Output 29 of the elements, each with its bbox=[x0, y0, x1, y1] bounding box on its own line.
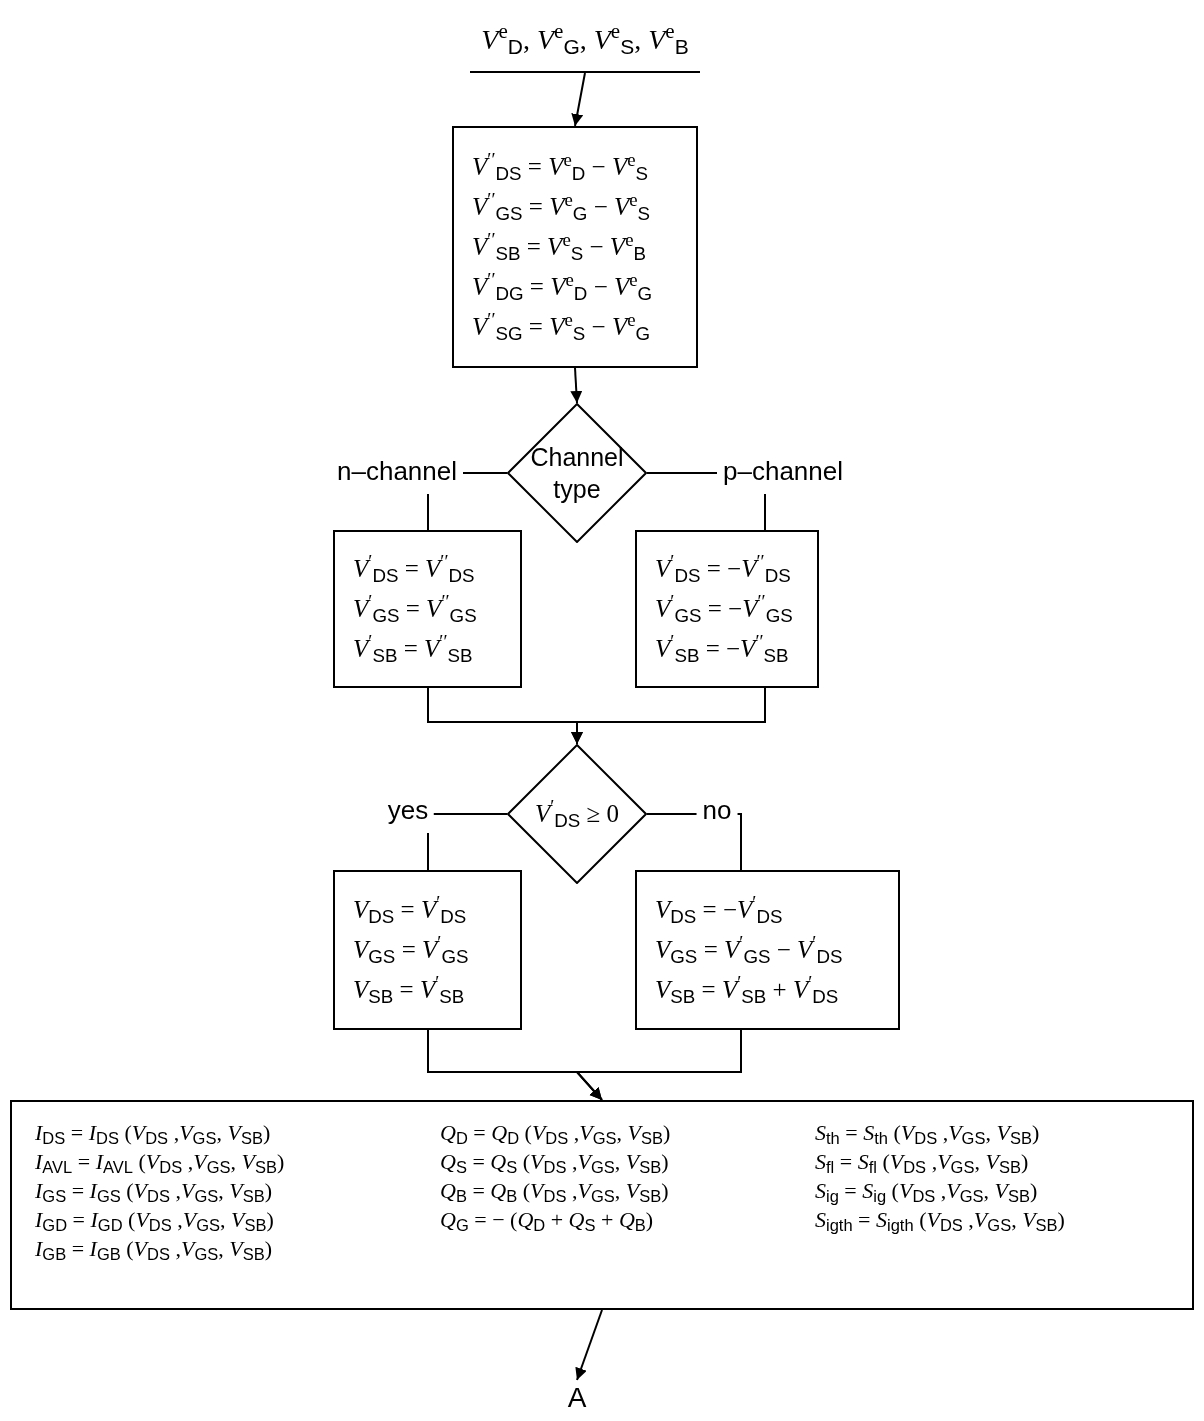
decision-text: Channel type bbox=[529, 442, 625, 505]
connector-arrow bbox=[571, 72, 586, 127]
equation: I$_{AVL}$ = I$_{AVL}$ (V$_{DS}$ ,V$_{GS}$, V$_{SB}$) bbox=[35, 1148, 286, 1176]
decision-text: V$^{′}$$_{DS}$ ≥ 0 bbox=[534, 798, 620, 830]
equation: Q$_{G}$ = − (Q$_{D}$ + Q$_{S}$ + Q$_{B}$) bbox=[440, 1206, 655, 1234]
equation: I$_{GS}$ = I$_{GS}$ (V$_{DS}$ ,V$_{GS}$, V$_{SB}$) bbox=[35, 1177, 274, 1205]
decision-diamond bbox=[507, 403, 647, 543]
connector-arrow bbox=[575, 1309, 603, 1381]
equation: Q$_{S}$ = Q$_{S}$ (V$_{DS}$ ,V$_{GS}$, V$_{SB}$) bbox=[440, 1148, 670, 1176]
process-box bbox=[635, 870, 900, 1030]
equation: I$_{DS}$ = I$_{DS}$ (V$_{DS}$ ,V$_{GS}$, V$_{SB}$) bbox=[35, 1119, 272, 1147]
process-box bbox=[10, 1100, 1194, 1310]
equation: Q$_{D}$ = Q$_{D}$ (V$_{DS}$ ,V$_{GS}$, V$_{SB}$) bbox=[440, 1119, 672, 1147]
equation: S$_{ig}$ = S$_{ig}$ (V$_{DS}$ ,V$_{GS}$, V$_{SB}$) bbox=[815, 1177, 1039, 1205]
equation: I$_{GD}$ = I$_{GD}$ (V$_{DS}$ ,V$_{GS}$, V$_{SB}$) bbox=[35, 1206, 275, 1234]
equation: I$_{GB}$ = I$_{GB}$ (V$_{DS}$ ,V$_{GS}$, V$_{SB}$) bbox=[35, 1235, 274, 1263]
connector-arrow bbox=[574, 1029, 742, 1101]
equation: S$_{igth}$ = S$_{igth}$ (V$_{DS}$ ,V$_{GS}$, V$_{SB}$) bbox=[815, 1206, 1066, 1234]
equation: Q$_{B}$ = Q$_{B}$ (V$_{DS}$ ,V$_{GS}$, V$_{SB}$) bbox=[440, 1177, 670, 1205]
connector-label: A bbox=[555, 1380, 599, 1416]
process-box bbox=[333, 530, 522, 688]
connector-arrow bbox=[571, 687, 766, 745]
connector-arrow bbox=[570, 367, 583, 404]
decision-diamond bbox=[507, 744, 647, 884]
process-box bbox=[333, 870, 522, 1030]
process-box bbox=[635, 530, 819, 688]
equation: S$_{th}$ = S$_{th}$ (V$_{DS}$ ,V$_{GS}$, V$_{SB}$) bbox=[815, 1119, 1041, 1147]
process-box bbox=[452, 126, 698, 368]
equation: S$_{fl}$ = S$_{fl}$ (V$_{DS}$ ,V$_{GS}$, V$_{SB}$) bbox=[815, 1148, 1030, 1176]
